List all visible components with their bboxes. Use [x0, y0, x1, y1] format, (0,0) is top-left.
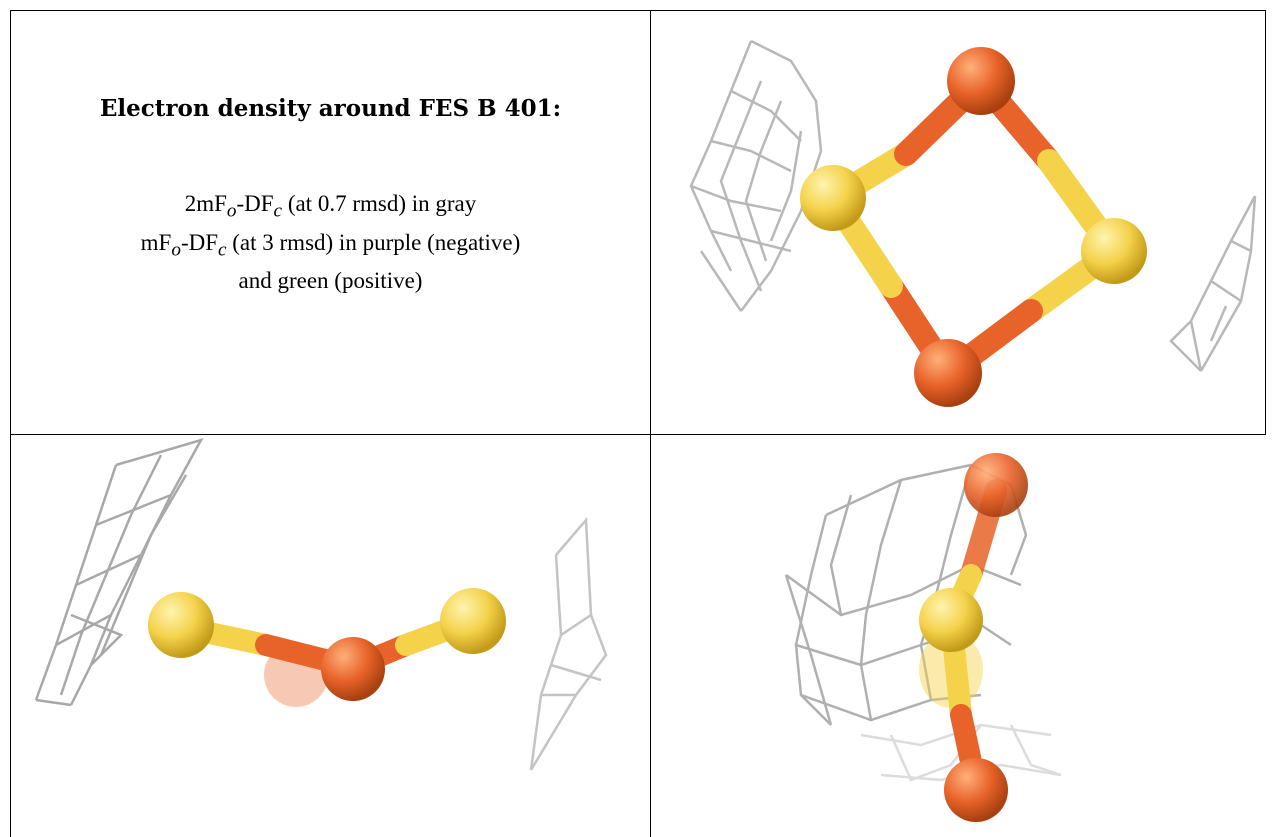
- s-atom-1: [800, 165, 866, 231]
- table-border-top: [10, 10, 1266, 11]
- top-view-svg: [689, 39, 1257, 407]
- caption-heading: Electron density around FES B 401:: [99, 95, 562, 122]
- s-atom-front: [919, 588, 983, 652]
- side-view-svg: [34, 437, 608, 771]
- fe-atom-bottom: [944, 758, 1008, 822]
- table-border-center: [650, 10, 651, 837]
- density-mesh-right: [1169, 195, 1257, 372]
- bottom-left-view: [11, 435, 650, 837]
- density-mesh-right: [529, 516, 608, 771]
- legend-line-green: and green (positive): [238, 268, 423, 294]
- top-right-view: [651, 11, 1265, 434]
- fe-atom-1: [947, 47, 1015, 115]
- bonds-top: [821, 69, 1126, 385]
- figure-table: Electron density around FES B 401: 2mFo-…: [10, 10, 1266, 837]
- fe-atom-2: [914, 339, 982, 407]
- end-view-svg: [784, 453, 1062, 822]
- table-border-left: [10, 10, 11, 837]
- s-atom-2: [440, 588, 506, 654]
- s-atom-1: [148, 592, 214, 658]
- fe-atom-1: [321, 637, 385, 701]
- legend-line-mfo: mFo-DFc (at 3 rmsd) in purple (negative): [140, 229, 521, 261]
- table-border-middle: [10, 434, 1266, 435]
- s-atom-2: [1081, 218, 1147, 284]
- density-mesh-left: [34, 437, 204, 707]
- density-mesh-left: [689, 39, 823, 312]
- caption-cell: Electron density around FES B 401: 2mFo-…: [11, 11, 650, 434]
- table-border-right: [1265, 10, 1266, 434]
- legend-line-2mfo: 2mFo-DFc (at 0.7 rmsd) in gray: [184, 191, 477, 222]
- caption-legend: 2mFo-DFc (at 0.7 rmsd) in gray mFo-DFc (…: [141, 188, 521, 296]
- fe-atom-top: [964, 453, 1028, 517]
- bottom-right-view: [651, 435, 1266, 837]
